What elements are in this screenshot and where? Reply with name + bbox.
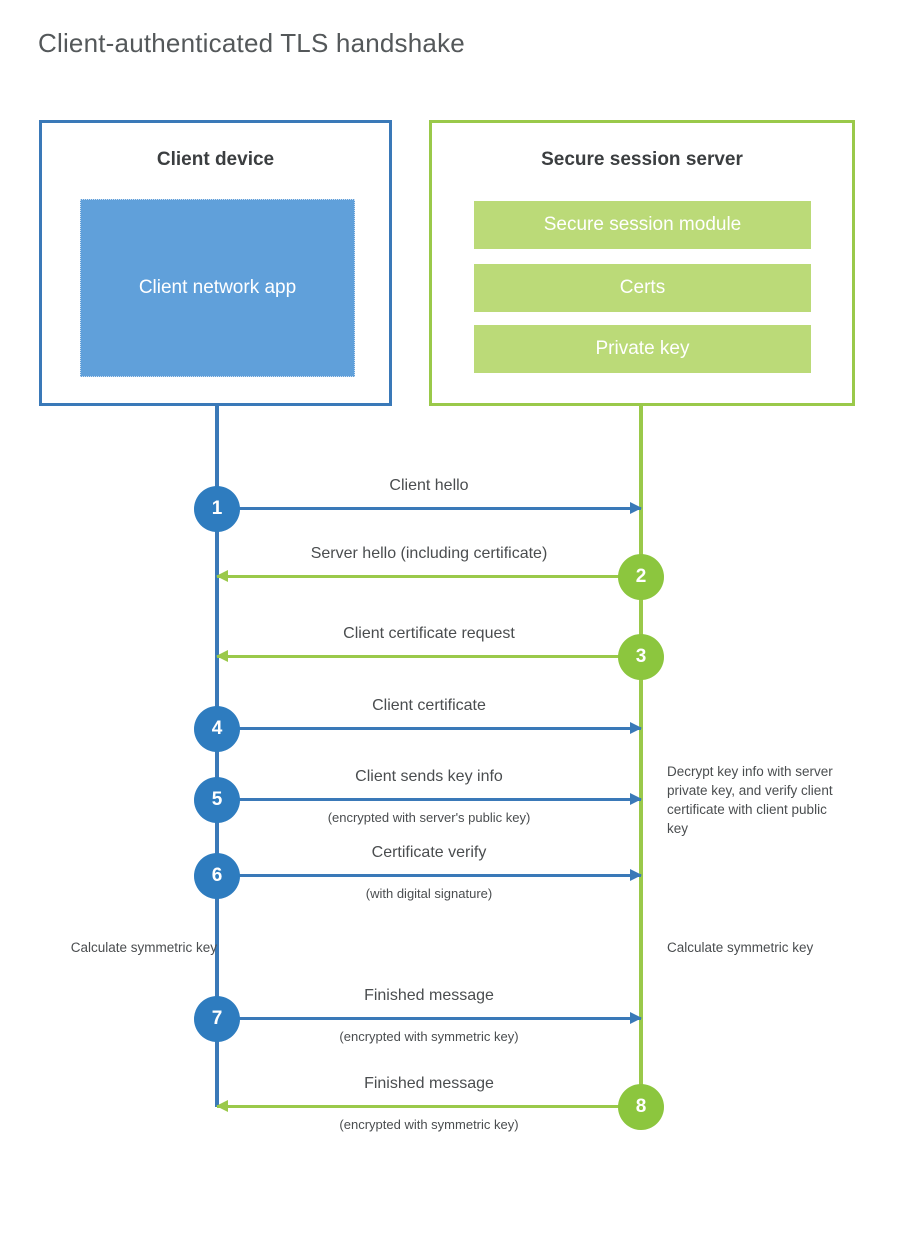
message-label-step-4: Client certificate [372, 697, 486, 714]
message-sublabel-step-7: (encrypted with symmetric key) [339, 1029, 519, 1044]
message-label-step-2: Server hello (including certificate) [310, 545, 548, 562]
arrow-head-right-icon [630, 1012, 642, 1024]
step-badge-4[interactable]: 4 [194, 706, 240, 752]
note-client-calculate-symmetric-key: Calculate symmetric key [70, 940, 217, 955]
note-server-calculate-symmetric-key: Calculate symmetric key [667, 940, 814, 955]
page-title: Client-authenticated TLS handshake [38, 28, 465, 58]
server-component-private-key: Private key [474, 325, 811, 373]
step-badge-8[interactable]: 8 [618, 1084, 664, 1130]
server-component-certs: Certs [474, 264, 811, 312]
actor-box-secure-session-server: Secure session server Secure session mod… [429, 120, 855, 406]
arrow-head-left-icon [216, 570, 228, 582]
server-component-secure-session-module: Secure session module [474, 201, 811, 249]
arrow-head-right-icon [630, 869, 642, 881]
client-lifeline [215, 403, 219, 1107]
message-label-step-8: Finished message [364, 1075, 494, 1092]
client-device-title: Client device [156, 149, 275, 170]
arrow-line [217, 1105, 641, 1108]
client-network-app-block: Client network app [80, 199, 355, 377]
arrow-head-left-icon [216, 1100, 228, 1112]
message-label-step-7: Finished message [364, 987, 494, 1004]
step-badge-2[interactable]: 2 [618, 554, 664, 600]
message-label-step-5: Client sends key info [355, 768, 503, 785]
arrow-line [217, 798, 641, 801]
arrow-head-right-icon [630, 793, 642, 805]
message-label-step-6: Certificate verify [371, 844, 487, 861]
secure-session-server-title: Secure session server [541, 149, 743, 170]
message-sublabel-step-6: (with digital signature) [365, 886, 493, 901]
arrow-line [217, 874, 641, 877]
arrow-line [217, 507, 641, 510]
note-server-decrypt: Decrypt key info with server private key… [667, 764, 833, 837]
actor-box-client-device: Client device Client network app [39, 120, 392, 406]
arrow-line [217, 727, 641, 730]
arrow-head-left-icon [216, 650, 228, 662]
arrow-head-right-icon [630, 502, 642, 514]
step-badge-1[interactable]: 1 [194, 486, 240, 532]
server-lifeline [639, 403, 643, 1107]
arrow-line [217, 575, 641, 578]
message-label-step-1: Client hello [389, 477, 469, 494]
step-badge-7[interactable]: 7 [194, 996, 240, 1042]
step-badge-5[interactable]: 5 [194, 777, 240, 823]
message-sublabel-step-8: (encrypted with symmetric key) [339, 1117, 519, 1132]
arrow-head-right-icon [630, 722, 642, 734]
arrow-line [217, 655, 641, 658]
message-label-step-3: Client certificate request [343, 625, 515, 642]
arrow-line [217, 1017, 641, 1020]
message-sublabel-step-5: (encrypted with server's public key) [327, 810, 531, 825]
step-badge-3[interactable]: 3 [618, 634, 664, 680]
step-badge-6[interactable]: 6 [194, 853, 240, 899]
